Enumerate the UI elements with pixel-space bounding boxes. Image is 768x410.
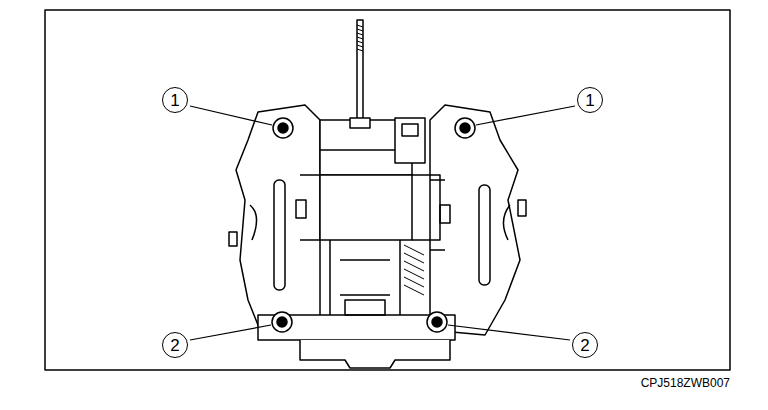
callout-number: 1 — [577, 87, 603, 113]
figure-code: CPJ518ZWB007 — [641, 376, 730, 390]
callout-number: 1 — [162, 87, 188, 113]
leader-lines — [190, 106, 575, 340]
frame — [45, 10, 730, 370]
callout-number: 2 — [572, 332, 598, 358]
callout-number: 2 — [162, 332, 188, 358]
